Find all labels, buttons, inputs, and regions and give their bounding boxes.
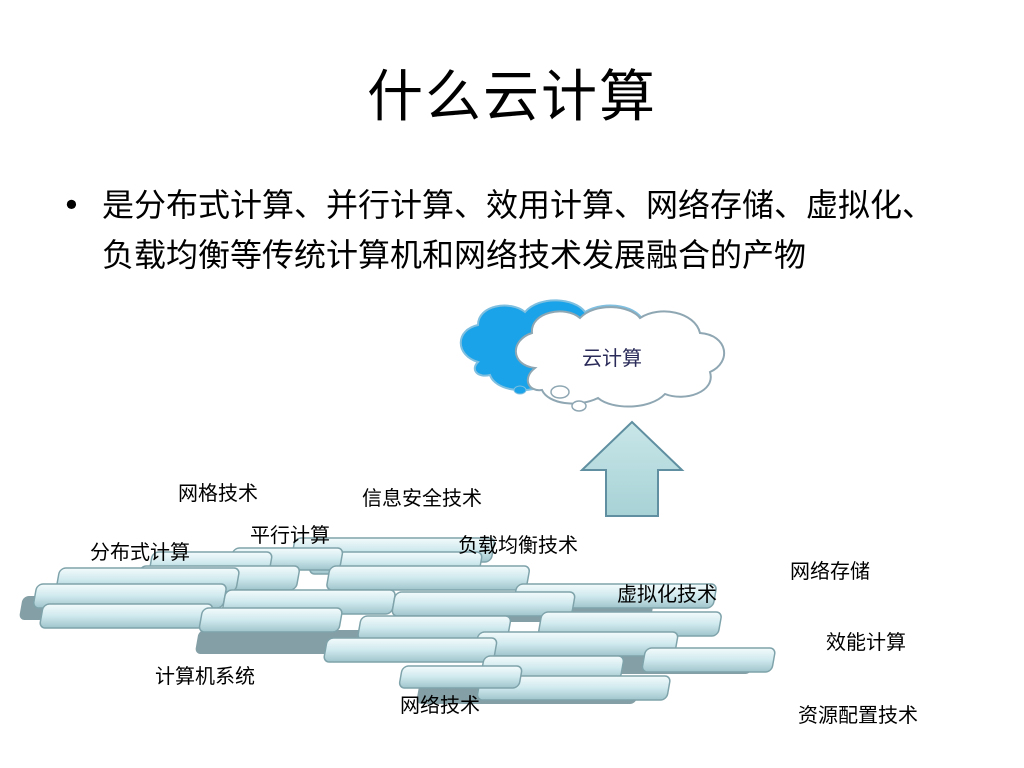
plate bbox=[39, 603, 214, 629]
label-grid-tech: 网格技术 bbox=[178, 481, 258, 505]
cloud-label: 云计算 bbox=[582, 346, 642, 370]
label-virtualization: 虚拟化技术 bbox=[617, 582, 717, 606]
label-network-storage: 网络存储 bbox=[790, 559, 870, 583]
bullet-dot-icon: • bbox=[62, 186, 81, 224]
label-resource-config: 资源配置技术 bbox=[798, 703, 918, 727]
plate bbox=[641, 647, 776, 673]
up-arrow-icon bbox=[579, 420, 685, 517]
plate bbox=[398, 665, 523, 689]
label-distributed-computing: 分布式计算 bbox=[90, 540, 190, 564]
label-parallel-computing: 平行计算 bbox=[250, 523, 330, 547]
bullet-text: 是分布式计算、并行计算、效用计算、网络存储、虚拟化、负载均衡等传统计算机和网络技… bbox=[102, 186, 935, 274]
technology-plates bbox=[19, 537, 776, 704]
plate bbox=[323, 637, 498, 663]
thought-bubble-small bbox=[571, 400, 587, 412]
thought-bubble-blue bbox=[513, 385, 527, 395]
label-utility-computing: 效能计算 bbox=[826, 630, 906, 654]
plate bbox=[326, 565, 530, 591]
slide-title: 什么云计算 bbox=[367, 65, 657, 130]
label-computer-system: 计算机系统 bbox=[155, 664, 255, 688]
bullet-item: • 是分布式计算、并行计算、效用计算、网络存储、虚拟化、负载均衡等传统计算机和网… bbox=[62, 180, 962, 280]
label-network-tech: 网络技术 bbox=[400, 693, 480, 717]
label-info-security: 信息安全技术 bbox=[362, 486, 482, 510]
plate bbox=[198, 607, 343, 633]
label-load-balancing: 负载均衡技术 bbox=[458, 533, 578, 557]
thought-bubble-large bbox=[550, 385, 570, 399]
